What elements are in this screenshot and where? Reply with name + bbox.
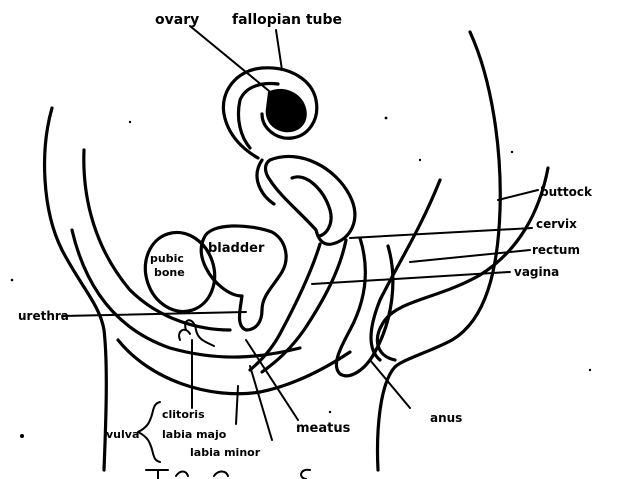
- cutoff-handwriting: [146, 470, 310, 479]
- label-cervix: cervix: [536, 217, 577, 231]
- label-rectum: rectum: [532, 243, 580, 257]
- speck: [589, 369, 591, 371]
- labia-majora-pointer: [236, 386, 238, 424]
- label-pubic: pubic: [150, 252, 184, 265]
- label-urethra: urethra: [18, 309, 69, 323]
- vulva-brace: [138, 402, 160, 462]
- urethra-pointer: [62, 312, 246, 316]
- back-body-wall: [378, 32, 501, 470]
- label-fallopian-tube: fallopian tube: [232, 12, 342, 28]
- uterus-shape: [266, 156, 355, 244]
- scan-specks: [11, 117, 592, 438]
- label-vulva: vulva: [106, 428, 139, 441]
- label-labia-majora: labia majo: [162, 428, 227, 441]
- anus-pointer: [370, 360, 410, 408]
- label-meatus: meatus: [296, 421, 351, 436]
- speck: [129, 121, 131, 123]
- speck: [329, 411, 331, 413]
- speck: [419, 159, 421, 161]
- cervix-pointer: [350, 228, 532, 238]
- speck: [20, 434, 24, 438]
- inner-back-curve: [371, 180, 440, 360]
- speck: [511, 151, 513, 153]
- rectum-pointer: [410, 250, 530, 262]
- label-buttock: buttock: [540, 185, 593, 199]
- speck: [11, 279, 14, 282]
- speck: [385, 117, 388, 120]
- label-anus: anus: [430, 411, 462, 425]
- ovary-pointer: [190, 26, 280, 100]
- pointer-lines: [62, 26, 538, 462]
- fallopian-pointer: [276, 30, 282, 70]
- clitoris-shape: [179, 330, 190, 340]
- label-labia-minora: labia minor: [190, 446, 261, 459]
- buttock-pointer: [498, 190, 538, 200]
- labia-minora-pointer: [250, 366, 272, 440]
- label-vagina: vagina: [514, 265, 559, 279]
- label-ovary: ovary: [155, 12, 199, 28]
- vagina-pointer: [312, 272, 510, 284]
- label-clitoris: clitoris: [162, 408, 205, 421]
- label-bone: bone: [154, 266, 185, 279]
- perineum-line: [118, 340, 350, 394]
- ovary-shape: [266, 89, 307, 132]
- label-bladder: bladder: [208, 241, 265, 256]
